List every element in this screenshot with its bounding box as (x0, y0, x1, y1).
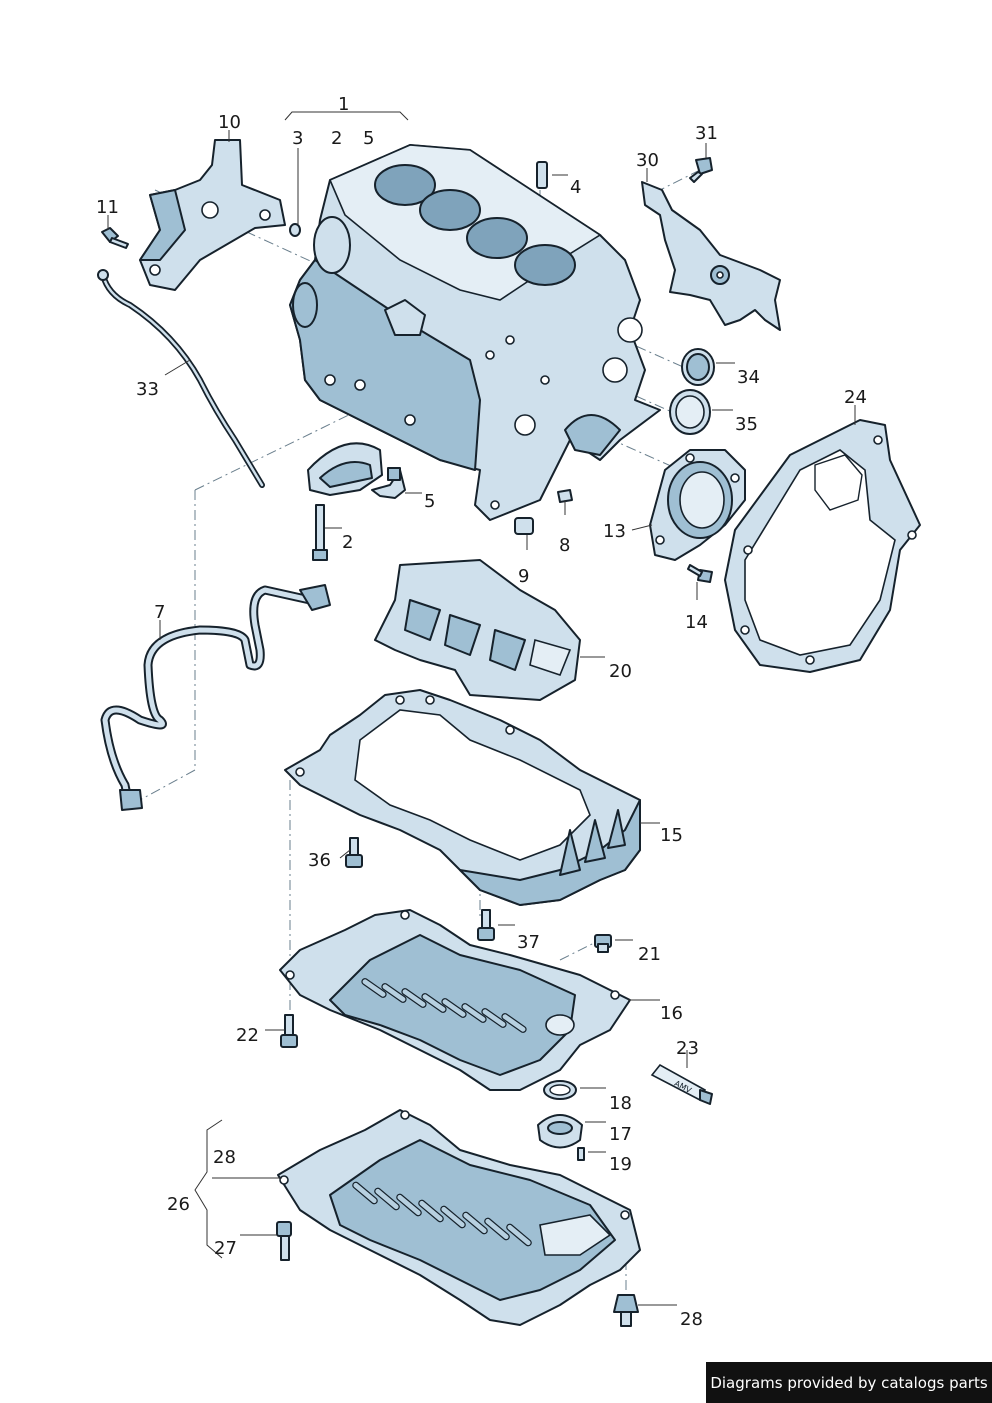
callout-1: 1 (338, 94, 350, 115)
drain-plug-21 (594, 934, 612, 953)
sleeve-8 (514, 489, 573, 535)
sealant-tube-23: AMV (650, 1063, 713, 1105)
callout-30: 30 (636, 150, 659, 171)
upper-oil-pan-15 (284, 689, 641, 906)
breather-hose-7 (100, 584, 331, 811)
bolt-27 (276, 1221, 292, 1261)
oil-pan-assembly-26 (277, 1109, 641, 1326)
cylinder-block (289, 144, 661, 521)
bolt-2 (312, 504, 328, 561)
callout-26: 26 (167, 1194, 190, 1215)
callout-3: 3 (292, 128, 304, 149)
bolt-14 (687, 564, 713, 583)
callout-35: 35 (735, 414, 758, 435)
callout-22: 22 (236, 1025, 259, 1046)
seal-35 (669, 389, 711, 435)
pan-ribs (361, 978, 527, 1033)
callout-27: 27 (214, 1238, 237, 1259)
heat-shield-30 (641, 181, 781, 331)
callout-37: 37 (517, 932, 540, 953)
gasket-24 (724, 419, 921, 673)
callout-18: 18 (609, 1093, 632, 1114)
callout-33: 33 (136, 379, 159, 400)
lower-oil-pan-16 (279, 909, 631, 1091)
callout-13: 13 (603, 521, 626, 542)
bolt-11 (101, 227, 129, 249)
oil-level-sender-17 (537, 1114, 583, 1149)
callout-23: 23 (676, 1038, 699, 1059)
seal-34 (681, 348, 715, 386)
bearing-cap-2 (307, 442, 383, 496)
pan-assembly-ribs (352, 1181, 532, 1247)
callout-36: 36 (308, 850, 331, 871)
callout-34: 34 (737, 367, 760, 388)
bolt-37 (477, 909, 495, 941)
callout-2-top: 2 (331, 128, 343, 149)
callout-8: 8 (559, 535, 571, 556)
seal-ring-18 (543, 1080, 577, 1100)
callout-10: 10 (218, 112, 241, 133)
callout-4: 4 (570, 177, 582, 198)
callout-5-middle: 5 (424, 491, 436, 512)
engine-mount-bracket (139, 139, 286, 291)
dipstick-guide-tube (97, 269, 265, 488)
sealing-plug-3 (289, 223, 301, 237)
callout-24: 24 (844, 387, 867, 408)
callout-leaders (107, 111, 856, 1306)
oil-baffle-20 (374, 559, 581, 701)
credit-banner: Diagrams provided by catalogs parts (706, 1362, 992, 1403)
callout-21: 21 (638, 944, 661, 965)
oil-spray-jet-5 (371, 467, 406, 499)
bolt-36 (345, 837, 363, 868)
callout-15: 15 (660, 825, 683, 846)
bolt-31 (689, 157, 713, 183)
dowel-pin-4 (536, 161, 548, 189)
bolt-22 (280, 1014, 298, 1048)
drain-plug-28 (613, 1294, 639, 1327)
sealing-flange-13 (649, 449, 746, 561)
callout-28-right: 28 (680, 1309, 703, 1330)
callout-28-left: 28 (213, 1147, 236, 1168)
callout-16: 16 (660, 1003, 683, 1024)
callout-20: 20 (609, 661, 632, 682)
callout-17: 17 (609, 1124, 632, 1145)
callout-2-middle: 2 (342, 532, 354, 553)
callout-14: 14 (685, 612, 708, 633)
callout-9: 9 (518, 566, 530, 587)
callout-5-top: 5 (363, 128, 375, 149)
callout-7: 7 (154, 602, 166, 623)
callout-19: 19 (609, 1154, 632, 1175)
bolt-19 (577, 1147, 585, 1161)
callout-11: 11 (96, 197, 119, 218)
callout-31: 31 (695, 123, 718, 144)
